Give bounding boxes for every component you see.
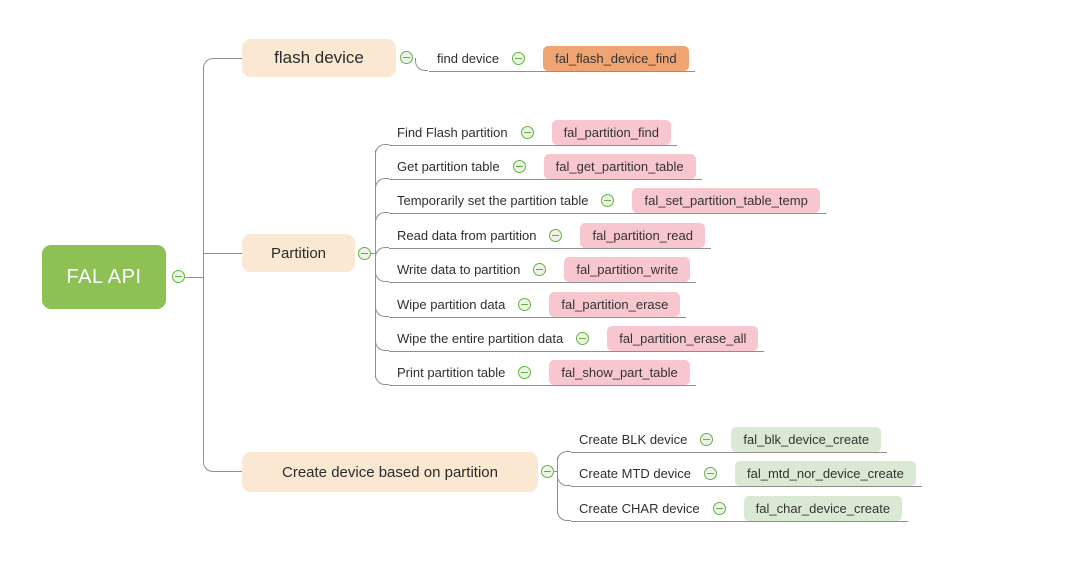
- child-topic-label[interactable]: Write data to partition: [397, 262, 521, 277]
- api-function-chip[interactable]: fal_partition_write: [564, 257, 691, 282]
- branch-node-partition[interactable]: Partition: [242, 234, 355, 272]
- collapse-minus-icon[interactable]: [533, 263, 547, 276]
- child-topic-row: find device fal_flash_device_find: [429, 44, 695, 72]
- child-topic-label[interactable]: Wipe the entire partition data: [397, 331, 564, 346]
- api-function-chip[interactable]: fal_partition_erase: [549, 292, 681, 317]
- connector-line: [215, 471, 242, 472]
- collapse-minus-icon[interactable]: [400, 51, 413, 64]
- connector-curve: [557, 508, 571, 521]
- api-function-chip[interactable]: fal_partition_erase_all: [607, 326, 759, 351]
- branch-trunk-line: [557, 457, 558, 514]
- branch-node-flash-device[interactable]: flash device: [242, 39, 396, 77]
- connector-curve: [557, 473, 571, 486]
- connector-line: [185, 277, 203, 278]
- child-topic-row: Create MTD device fal_mtd_nor_device_crea…: [571, 459, 922, 487]
- connector-curve: [375, 372, 389, 385]
- child-topic-label[interactable]: Read data from partition: [397, 228, 537, 243]
- connector-line: [370, 253, 376, 254]
- collapse-minus-icon[interactable]: [601, 194, 615, 207]
- child-topic-label[interactable]: find device: [437, 51, 500, 66]
- child-topic-label[interactable]: Wipe partition data: [397, 297, 506, 312]
- api-function-chip[interactable]: fal_show_part_table: [549, 360, 690, 385]
- connector-curve: [375, 144, 389, 157]
- collapse-minus-icon[interactable]: [520, 126, 534, 139]
- connector-curve: [203, 458, 218, 472]
- child-topic-label[interactable]: Get partition table: [397, 159, 500, 174]
- child-topic-label[interactable]: Find Flash partition: [397, 125, 508, 140]
- child-topic-row: Read data from partition fal_partition_re…: [389, 221, 711, 249]
- child-topic-row: Create CHAR device fal_char_device_create: [571, 494, 909, 522]
- connector-curve: [375, 269, 389, 282]
- api-function-chip[interactable]: fal_blk_device_create: [731, 427, 882, 452]
- child-topic-row: Write data to partition fal_partition_wri…: [389, 255, 697, 283]
- api-function-chip[interactable]: fal_set_partition_table_temp: [632, 188, 820, 213]
- connector-curve: [557, 451, 571, 464]
- connector-curve: [375, 178, 389, 191]
- root-node-fal-api[interactable]: FAL API: [42, 245, 166, 309]
- collapse-minus-icon[interactable]: [518, 366, 532, 379]
- connector-curve: [375, 212, 389, 225]
- child-topic-label[interactable]: Create MTD device: [579, 466, 691, 481]
- root-node-label: FAL API: [66, 265, 142, 288]
- child-topic-row: Create BLK device fal_blk_device_create: [571, 425, 888, 453]
- branch-trunk-line: [203, 70, 204, 460]
- collapse-minus-icon[interactable]: [512, 52, 526, 65]
- child-topic-row: Wipe partition data fal_partition_erase: [389, 290, 687, 318]
- connector-line: [553, 471, 558, 472]
- child-topic-label[interactable]: Print partition table: [397, 365, 506, 380]
- collapse-minus-icon[interactable]: [712, 502, 726, 515]
- api-function-chip[interactable]: fal_mtd_nor_device_create: [734, 461, 916, 486]
- connector-curve: [375, 247, 389, 260]
- api-function-chip[interactable]: fal_get_partition_table: [543, 154, 696, 179]
- collapse-minus-icon[interactable]: [518, 298, 532, 311]
- child-topic-row: Wipe the entire partition data fal_partit…: [389, 324, 765, 352]
- api-function-chip[interactable]: fal_flash_device_find: [543, 46, 689, 71]
- collapse-minus-icon[interactable]: [576, 332, 590, 345]
- connector-line: [203, 253, 242, 254]
- connector-curve: [203, 58, 218, 73]
- connector-line: [215, 58, 242, 59]
- connector-curve: [375, 338, 389, 351]
- child-topic-row: Print partition table fal_show_part_table: [389, 358, 696, 386]
- collapse-minus-icon[interactable]: [549, 229, 563, 242]
- branch-trunk-line: [375, 150, 376, 378]
- child-topic-label[interactable]: Create CHAR device: [579, 501, 700, 516]
- child-topic-row: Temporarily set the partition table fal_s…: [389, 186, 826, 214]
- child-topic-label[interactable]: Temporarily set the partition table: [397, 193, 589, 208]
- child-topic-row: Get partition table fal_get_partition_tab…: [389, 152, 702, 180]
- collapse-minus-icon[interactable]: [703, 467, 717, 480]
- child-topic-row: Find Flash partition fal_partition_find: [389, 118, 677, 146]
- collapse-minus-icon[interactable]: [512, 160, 526, 173]
- branch-node-label: Create device based on partition: [282, 463, 498, 481]
- branch-node-label: Partition: [270, 244, 327, 262]
- connector-curve: [415, 58, 428, 71]
- branch-node-create-device-based-on-partition[interactable]: Create device based on partition: [242, 452, 538, 492]
- api-function-chip[interactable]: fal_partition_read: [580, 223, 705, 248]
- api-function-chip[interactable]: fal_char_device_create: [743, 496, 903, 521]
- collapse-minus-icon[interactable]: [172, 270, 185, 283]
- collapse-minus-icon[interactable]: [700, 433, 714, 446]
- connector-curve: [375, 304, 389, 317]
- api-function-chip[interactable]: fal_partition_find: [551, 120, 671, 145]
- branch-node-label: flash device: [274, 48, 364, 67]
- child-topic-label[interactable]: Create BLK device: [579, 432, 688, 447]
